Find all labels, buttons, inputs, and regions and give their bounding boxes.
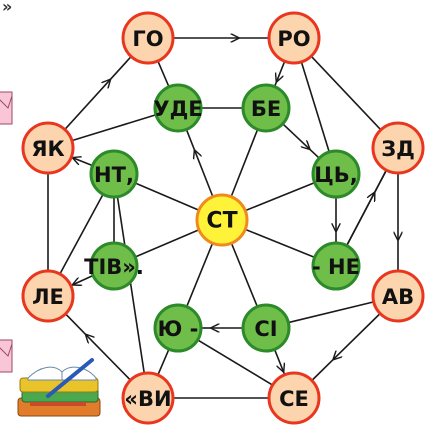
- node-ude: УДЕ: [153, 83, 203, 133]
- node-label: АВ: [382, 285, 414, 309]
- edge-tiv-le: [73, 274, 94, 285]
- edge-st-nt: [134, 182, 200, 211]
- node-label: ГО: [132, 27, 163, 51]
- edge-be-ts: [282, 123, 310, 149]
- edge-yu-vy: [157, 348, 170, 376]
- edge-av-si: [288, 301, 374, 324]
- corner-mark: »: [2, 0, 12, 16]
- node-label: «ВИ: [124, 387, 171, 411]
- node-circle: [371, 269, 425, 323]
- node-ts: ЦЬ,: [311, 149, 361, 199]
- node-nt: НТ,: [89, 149, 139, 199]
- node-ro: РО: [267, 11, 321, 65]
- node-label: ЯК: [31, 137, 64, 161]
- graph-edges: [47, 38, 398, 399]
- node-ne: - НЕ: [311, 241, 361, 291]
- node-se: СЕ: [267, 371, 321, 425]
- edge-st-ude: [195, 151, 214, 198]
- edge-ro-zd: [310, 55, 382, 131]
- node-label: ЛЕ: [32, 285, 64, 309]
- node-yu: Ю -: [153, 303, 203, 353]
- node-st: СТ: [195, 193, 249, 247]
- node-label: СЕ: [279, 387, 309, 411]
- edge-si-se: [273, 349, 284, 371]
- edge-av-se: [334, 312, 381, 360]
- node-vy: «ВИ: [121, 371, 175, 425]
- edge-yu-se: [197, 339, 274, 386]
- node-yak: ЯК: [21, 121, 75, 175]
- node-circle: [121, 371, 175, 425]
- node-circle: [311, 149, 361, 199]
- node-label: - НЕ: [312, 255, 360, 279]
- node-circle: [89, 241, 139, 291]
- edge-yak-go: [64, 80, 110, 131]
- edge-le-nt: [59, 193, 104, 275]
- node-circle: [371, 121, 425, 175]
- edge-st-ne: [244, 228, 315, 259]
- node-go: ГО: [121, 11, 175, 65]
- edge-go-ude: [157, 60, 170, 88]
- edge-yak-go-tail: [109, 55, 132, 81]
- edge-nt-yak: [73, 158, 93, 167]
- edge-st-be: [230, 129, 259, 198]
- node-zd: ЗД: [371, 121, 425, 175]
- edge-vy-le: [86, 335, 132, 381]
- node-label: ЦЬ,: [314, 163, 357, 187]
- edge-st-si: [230, 242, 259, 308]
- node-circle: [241, 83, 291, 133]
- edge-st-yu: [185, 242, 214, 308]
- edge-av-se-tail: [311, 358, 335, 382]
- edge-ro-be: [277, 60, 286, 81]
- node-le: ЛЕ: [21, 269, 75, 323]
- node-label: СІ: [254, 317, 277, 341]
- node-label: СТ: [206, 209, 237, 234]
- node-label: УДЕ: [153, 97, 202, 121]
- node-label: НТ,: [94, 163, 134, 187]
- node-be: БЕ: [241, 83, 291, 133]
- edge-ro-ts: [300, 61, 330, 153]
- node-label: БЕ: [251, 97, 281, 121]
- envelope-icon: [0, 339, 13, 373]
- envelope-icon: [0, 91, 13, 125]
- node-circle: [153, 303, 203, 353]
- node-circle: [153, 83, 203, 133]
- edge-vy-nt: [116, 196, 146, 374]
- node-tiv: ТІВ».: [84, 241, 144, 291]
- edge-st-ts: [244, 181, 315, 212]
- edge-st-ude-tail: [185, 129, 196, 151]
- node-circle: [241, 303, 291, 353]
- node-av: АВ: [371, 269, 425, 323]
- node-circle: [267, 371, 321, 425]
- node-si: СІ: [241, 303, 291, 353]
- node-label: РО: [277, 27, 310, 51]
- edge-zd-ne: [345, 169, 388, 247]
- node-label: ТІВ».: [84, 255, 144, 279]
- node-circle: [267, 11, 321, 65]
- books-icon: [17, 358, 101, 417]
- edge-vy-le-tail: [64, 313, 87, 336]
- node-label: ЗД: [381, 137, 415, 161]
- node-label: Ю -: [158, 317, 199, 341]
- node-circle: [121, 11, 175, 65]
- node-circle: [21, 121, 75, 175]
- node-circle: [89, 149, 139, 199]
- edge-ude-yak: [71, 113, 157, 142]
- edge-st-tiv: [134, 229, 200, 258]
- node-circle: [311, 241, 361, 291]
- graph-nodes: ГО РО ЯК ЗД ЛЕ АВ «ВИ СЕ УДЕ БЕ НТ, ЦЬ, ТІВ». - НЕ Ю -…: [21, 11, 425, 425]
- node-circle: [21, 269, 75, 323]
- edge-be-ts-tail: [308, 148, 320, 159]
- node-circle: [195, 193, 249, 247]
